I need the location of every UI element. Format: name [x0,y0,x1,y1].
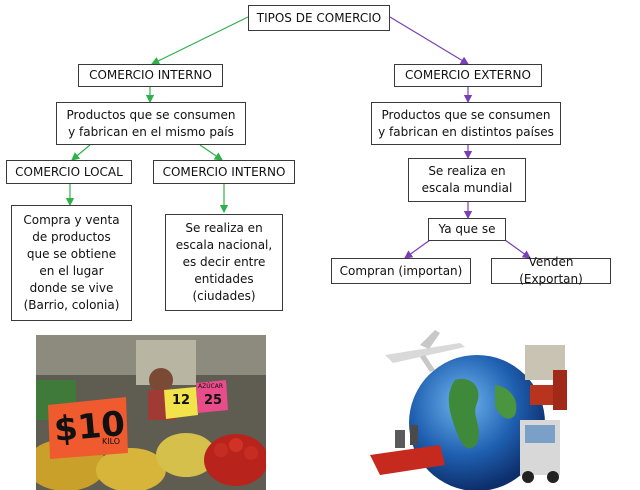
node-comercio-local: COMERCIO LOCAL [6,160,132,184]
price-sign-12: 12 [172,393,191,408]
node-comercio-interno: COMERCIO INTERNO [78,64,223,87]
arrow-connector-to-sell [504,239,531,259]
arrow-definition-to-local [71,144,91,161]
node-ya-que-se: Ya que se [428,218,506,241]
arrow-root-to-interno [150,16,249,65]
node-externo-definition: Productos que se consumen y fabrican en … [371,102,561,145]
arrow-connector-to-buy [404,239,431,259]
globe-illustration [370,330,567,490]
price-sign-kilo: KILO [102,437,121,446]
airplane-icon [385,343,465,363]
global-trade-image [365,325,585,490]
node-interno-description: Se realiza en escala nacional, es decir … [165,214,283,311]
root-node: TIPOS DE COMERCIO [248,5,390,31]
arrow-definition-to-interno2 [199,144,223,161]
node-comercio-interno-2: COMERCIO INTERNO [153,160,295,184]
node-venden: Venden (Exportan) [491,255,611,286]
node-comercio-externo: COMERCIO EXTERNO [394,64,542,87]
price-sign-25: 25 [204,393,223,408]
market-photo: $10 KILO 12 25 AZÚCAR [36,335,266,490]
node-compran: Compran (importan) [331,258,471,284]
ship-icon [370,445,445,475]
market-illustration [36,335,266,490]
node-local-description: Compra y venta de productos que se obtie… [11,205,132,321]
node-interno-definition: Productos que se consumen y fabrican en … [56,102,246,145]
node-scale: Se realiza en escala mundial [408,158,526,202]
arrow-root-to-externo [389,16,470,65]
price-sign-azucar: AZÚCAR [198,383,224,390]
